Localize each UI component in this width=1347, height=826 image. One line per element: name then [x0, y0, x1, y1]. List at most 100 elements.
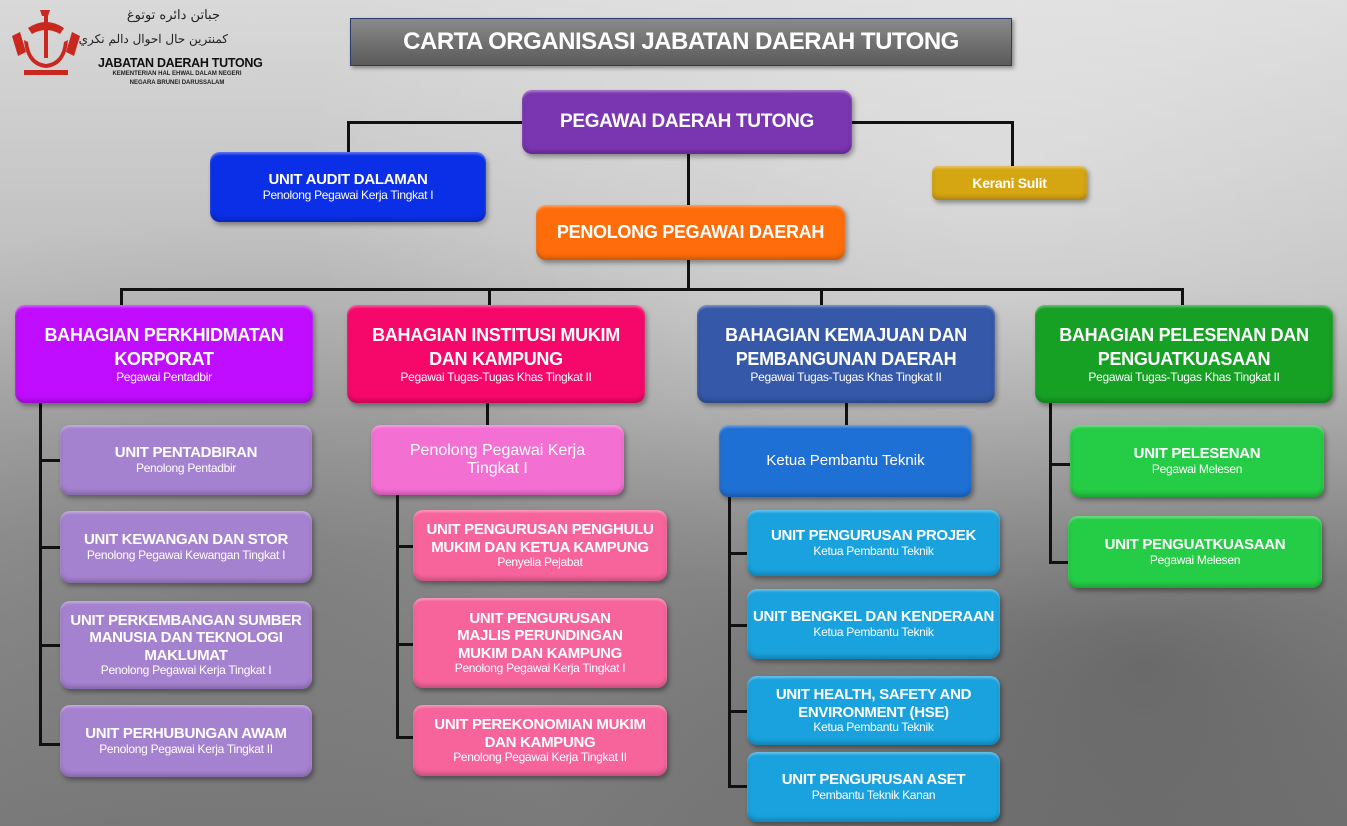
box-title: PENOLONG PEGAWAI DAERAH — [556, 222, 825, 243]
connector — [728, 710, 748, 713]
pegawai-daerah-box: PEGAWAI DAERAH TUTONG — [522, 90, 852, 154]
connector — [845, 403, 848, 426]
box-subtitle: Ketua Pembantu Teknik — [813, 719, 934, 734]
box-title: UNIT HEALTH, SAFETY AND ENVIRONMENT (HSE… — [775, 686, 972, 721]
kerani-sulit-box: Kerani Sulit — [932, 166, 1087, 200]
logo-name: JABATAN DAERAH TUTONG — [98, 56, 263, 70]
box-subtitle: Penolong Pegawai Kewangan Tingkat I — [86, 547, 286, 562]
connector — [120, 288, 123, 306]
box-subtitle: Penolong Pegawai Kerja Tingkat I — [100, 662, 272, 677]
connector — [687, 154, 690, 206]
penolong-pegawai-daerah-box: PENOLONG PEGAWAI DAERAH — [536, 205, 845, 260]
connector — [1049, 463, 1071, 466]
connector — [728, 552, 748, 555]
box-title: BAHAGIAN INSTITUSI MUKIM DAN KAMPUNG — [372, 324, 620, 370]
logo-arabic-name: جباتن دائره توتوغ — [126, 8, 220, 23]
connector — [1049, 403, 1052, 564]
box-subtitle: Pembantu Teknik Kanan — [811, 787, 936, 802]
box-subtitle: Ketua Pembantu Teknik — [813, 624, 934, 639]
sub-head-box: Penolong Pegawai Kerja Tingkat I — [371, 425, 624, 495]
box-subtitle: Penolong Pegawai Kerja Tingkat II — [453, 749, 627, 764]
box-subtitle: Penolong Pegawai Kerja Tingkat I — [262, 187, 434, 202]
box-subtitle: Ketua Pembantu Teknik — [813, 543, 934, 558]
box-subtitle: Pegawai Melesen — [1151, 461, 1243, 476]
unit-box: UNIT HEALTH, SAFETY AND ENVIRONMENT (HSE… — [747, 676, 1000, 745]
box-title: UNIT PELESENAN — [1133, 445, 1261, 463]
connector — [39, 743, 61, 746]
box-subtitle: Penyelia Pejabat — [497, 554, 583, 569]
unit-box: UNIT PERKEMBANGAN SUMBER MANUSIA DAN TEK… — [60, 601, 312, 689]
connector — [347, 121, 350, 153]
box-subtitle: Penolong Pegawai Kerja Tingkat II — [99, 741, 273, 756]
box-subtitle: Penolong Pegawai Kerja Tingkat I — [454, 660, 626, 675]
connector — [39, 644, 61, 647]
connector — [396, 643, 414, 646]
box-title: Penolong Pegawai Kerja Tingkat I — [409, 441, 586, 477]
box-title: UNIT PEREKONOMIAN MUKIM DAN KAMPUNG — [434, 716, 646, 751]
connector — [1049, 561, 1071, 564]
box-subtitle: Pegawai Melesen — [1149, 552, 1241, 567]
connector — [1011, 121, 1014, 167]
connector — [39, 403, 42, 746]
box-title: UNIT PENGURUSAN ASET — [781, 771, 966, 789]
connector — [728, 624, 748, 627]
connector — [820, 288, 823, 306]
unit-box: UNIT PENGURUSAN PENGHULU MUKIM DAN KETUA… — [413, 510, 667, 581]
box-title: UNIT PERKEMBANGAN SUMBER MANUSIA DAN TEK… — [70, 612, 302, 664]
crest-icon — [12, 10, 80, 75]
box-title: UNIT PENGUATKUASAAN — [1104, 536, 1286, 554]
connector — [728, 785, 748, 788]
connector — [1181, 288, 1184, 306]
box-title: Ketua Pembantu Teknik — [766, 452, 925, 470]
connector — [488, 288, 491, 306]
division-kemajuan: BAHAGIAN KEMAJUAN DAN PEMBANGUNAN DAERAH… — [697, 305, 995, 403]
box-title: BAHAGIAN KEMAJUAN DAN PEMBANGUNAN DAERAH — [725, 324, 967, 370]
box-subtitle: Pegawai Tugas-Tugas Khas Tingkat II — [400, 370, 592, 385]
connector — [39, 546, 61, 549]
page-title: CARTA ORGANISASI JABATAN DAERAH TUTONG — [350, 18, 1012, 66]
box-subtitle: Pegawai Pentadbir — [116, 370, 212, 385]
box-title: UNIT PENTADBIRAN — [114, 444, 258, 462]
box-title: BAHAGIAN PERKHIDMATAN KORPORAT — [44, 324, 284, 370]
connector — [396, 736, 414, 739]
box-title: UNIT PENGURUSAN MAJLIS PERUNDINGAN MUKIM… — [457, 610, 623, 662]
box-title: UNIT PENGURUSAN PENGHULU MUKIM DAN KETUA… — [426, 521, 654, 556]
sub-head-box: Ketua Pembantu Teknik — [719, 425, 972, 497]
unit-box: UNIT PENGURUSAN MAJLIS PERUNDINGAN MUKIM… — [413, 598, 667, 688]
box-title: UNIT BENGKEL DAN KENDERAAN — [752, 608, 995, 626]
box-title: UNIT PENGURUSAN PROJEK — [770, 527, 977, 545]
connector — [687, 260, 690, 291]
box-subtitle: Penolong Pentadbir — [135, 460, 237, 475]
connector — [486, 403, 489, 426]
connector — [396, 495, 399, 738]
box-title: UNIT AUDIT DALAMAN — [268, 171, 428, 189]
box-title: UNIT PERHUBUNGAN AWAM — [85, 725, 287, 743]
box-subtitle: Pegawai Tugas-Tugas Khas Tingkat II — [1088, 370, 1280, 385]
connector — [396, 545, 414, 548]
logo-country: NEGARA BRUNEI DARUSSALAM — [129, 80, 225, 86]
connector — [853, 121, 1014, 124]
box-title: UNIT KEWANGAN DAN STOR — [84, 531, 288, 549]
connector — [39, 459, 61, 462]
box-title: PEGAWAI DAERAH TUTONG — [559, 111, 815, 133]
logo: جباتن دائره توتوغ كمنترين حال احوال دالم… — [8, 4, 268, 94]
connector — [120, 288, 1184, 291]
logo-arabic-ministry: كمنترين حال احوال دالم نكري — [78, 32, 228, 46]
box-title: BAHAGIAN PELESENAN DAN PENGUATKUASAAN — [1059, 324, 1309, 370]
logo-ministry: KEMENTERIAN HAL EHWAL DALAM NEGERI — [112, 71, 242, 77]
box-title: Kerani Sulit — [972, 174, 1047, 191]
box-subtitle: Pegawai Tugas-Tugas Khas Tingkat II — [750, 370, 942, 385]
